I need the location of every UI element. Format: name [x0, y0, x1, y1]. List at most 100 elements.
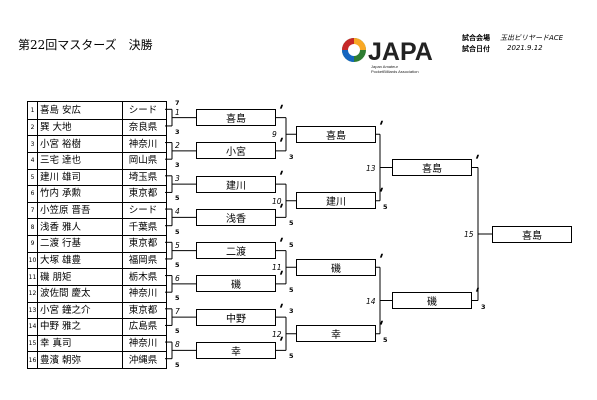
player-prefecture: 神奈川	[128, 338, 158, 350]
match-number: 13	[366, 163, 376, 173]
player-name: 三宅 達也	[38, 152, 123, 169]
match-number: 8	[175, 340, 180, 350]
date-value: 2021.9.12	[507, 44, 543, 52]
score-bottom: 5	[175, 194, 180, 203]
player-name: 波佐間 慶太	[38, 285, 123, 302]
score-bottom: 5	[175, 360, 180, 369]
player-prefecture: シード	[128, 205, 158, 217]
player-prefecture: 千葉県	[128, 221, 158, 233]
winner-box: 磯	[296, 258, 376, 276]
match-number: 14	[366, 296, 376, 306]
player-name: 浅香 雅人	[38, 219, 123, 235]
player-prefecture: 広島県	[128, 321, 158, 333]
player-seed-number: 4	[28, 152, 38, 169]
player-seed-number: 2	[28, 119, 38, 136]
match-number: 3	[175, 174, 180, 184]
score-bottom: 5	[175, 227, 180, 236]
player-seed-number: 3	[28, 136, 38, 152]
match-number: 6	[175, 273, 180, 283]
player-name: 建川 雄司	[38, 169, 123, 186]
player-name: 磯 朋矩	[38, 269, 123, 285]
winner-box: 浅香	[196, 208, 276, 226]
player-prefecture: 東京都	[128, 238, 158, 250]
player-name: 大塚 雄豊	[38, 252, 123, 269]
player-seed-number: 8	[28, 219, 38, 235]
match-number: 11	[272, 263, 282, 273]
score-bottom: 5	[175, 327, 180, 336]
player-name: 竹内 承勲	[38, 186, 123, 202]
score-bottom: 5	[383, 335, 388, 344]
match-number: 12	[272, 329, 282, 339]
player-name: 巽 大地	[38, 119, 123, 136]
logo-tagline-1: Japan Amateur	[371, 64, 399, 69]
score-bottom: 3	[481, 302, 486, 311]
player-seed-number: 1	[28, 102, 38, 119]
winner-box: 幸	[296, 325, 376, 343]
player-seed-number: 16	[28, 352, 38, 368]
score-bottom: 5	[383, 202, 388, 211]
player-name: 小宮 鐘之介	[38, 302, 123, 319]
logo-letters: JAPA	[368, 38, 433, 66]
player-seed-number: 11	[28, 269, 38, 285]
player-name: 小笠原 晋吾	[38, 202, 123, 219]
venue-label: 試合会場	[462, 34, 490, 42]
venue-value: 玉出ビリヤードACE	[500, 34, 564, 42]
player-name: 喜島 安広	[38, 102, 123, 119]
player-prefecture: 神奈川	[128, 288, 158, 300]
winner-box: 磯	[392, 292, 472, 309]
player-prefecture: 東京都	[128, 188, 158, 200]
player-seed-number: 12	[28, 285, 38, 302]
player-prefecture: 東京都	[128, 304, 158, 316]
match-number: 7	[175, 307, 180, 317]
player-prefecture: 埼玉県	[128, 171, 158, 183]
player-seed-number: 7	[28, 202, 38, 219]
match-number: 15	[464, 230, 474, 239]
player-name: 小宮 裕樹	[38, 136, 123, 152]
score-top: 7	[175, 99, 180, 108]
japa-logo: JAPA Japan Amateur PocketBilliards Assoc…	[338, 30, 458, 80]
winner-box: 喜島	[392, 159, 472, 176]
match-number: 1	[175, 107, 180, 117]
player-seed-number: 9	[28, 236, 38, 252]
player-prefecture: 栃木県	[128, 271, 158, 283]
player-prefecture: 沖縄県	[128, 354, 158, 366]
player-seed-number: 10	[28, 252, 38, 269]
winner-box: 小宮	[196, 142, 276, 160]
winner-box: 幸	[196, 341, 276, 359]
winner-box: 中野	[196, 308, 276, 326]
score-bottom: 5	[175, 294, 180, 303]
player-prefecture: シード	[128, 104, 158, 116]
player-name: 幸 真司	[38, 335, 123, 352]
score-bottom: 3	[175, 161, 180, 170]
winner-box: 二渡	[196, 242, 276, 260]
player-seed-number: 5	[28, 169, 38, 186]
japa-logo-icon: JAPA Japan Amateur PocketBilliards Assoc…	[342, 38, 433, 74]
score-top: 5	[289, 240, 294, 249]
player-prefecture: 神奈川	[128, 138, 158, 150]
winner-box: 建川	[296, 192, 376, 210]
date-label: 試合日付	[462, 45, 490, 53]
player-prefecture: 岡山県	[128, 155, 158, 167]
player-prefecture: 奈良県	[128, 121, 158, 133]
player-prefecture: 福岡県	[128, 254, 158, 266]
score-bottom: 5	[175, 260, 180, 269]
match-number: 4	[175, 207, 180, 217]
score-bottom: 3	[289, 152, 294, 161]
winner-box: 喜島	[492, 225, 572, 243]
match-number: 10	[272, 196, 282, 206]
score-top: 3	[289, 307, 294, 316]
